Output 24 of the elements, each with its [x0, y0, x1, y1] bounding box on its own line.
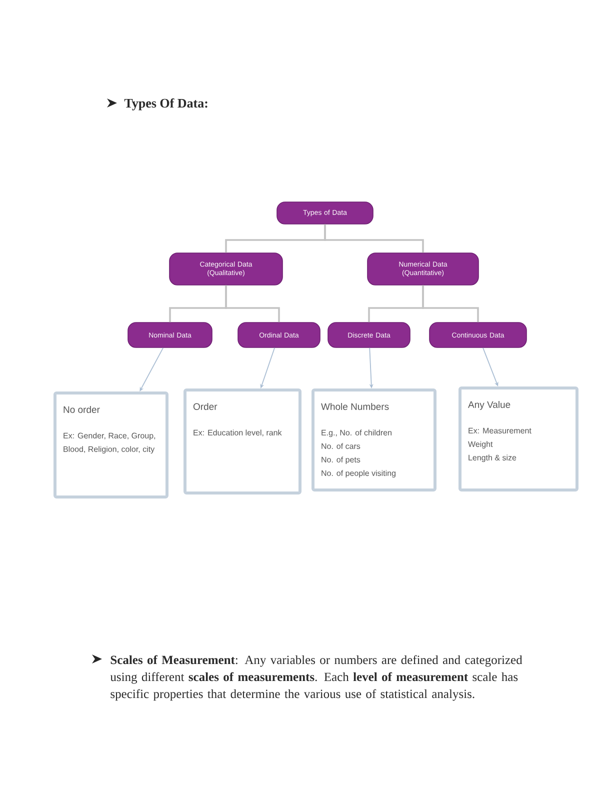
body-paragraph: Scales of Measurement: Any variables or numbers are defined and categorized using different scales of measurements. Each level of measurement scale has specific properties that determine the various use of statistical analysis.: [110, 655, 522, 701]
box-heading: Whole Numbers: [321, 403, 389, 410]
box-text: No. of pets: [322, 456, 360, 464]
box-heading: Any Value: [468, 401, 510, 410]
text-box: [312, 388, 436, 492]
box-heading: No order: [64, 406, 100, 413]
box-heading: Order: [193, 403, 218, 410]
box-text: Weight: [468, 441, 493, 449]
box-text: Ex: Measurement: [468, 428, 532, 434]
connector-line: [225, 285, 280, 322]
text-box: [458, 386, 578, 492]
text-box: [54, 392, 168, 498]
box-text: Ex: Education level, rank: [194, 430, 282, 436]
connector-line: [140, 347, 164, 392]
connector-line: [482, 347, 498, 386]
connector-line: [422, 285, 479, 322]
box-text: Ex: Gender, Race, Group, Blood, Religion, color, city: [64, 432, 156, 454]
text-box: [184, 388, 302, 494]
box-text: No. of people visiting: [322, 470, 396, 478]
connector-line: [324, 224, 424, 253]
box-text: E.g., No. of children: [322, 430, 392, 438]
box-text: Length & size: [468, 454, 516, 462]
section-heading: Types Of Data:: [124, 98, 208, 110]
box-text: No. of cars: [322, 443, 360, 449]
